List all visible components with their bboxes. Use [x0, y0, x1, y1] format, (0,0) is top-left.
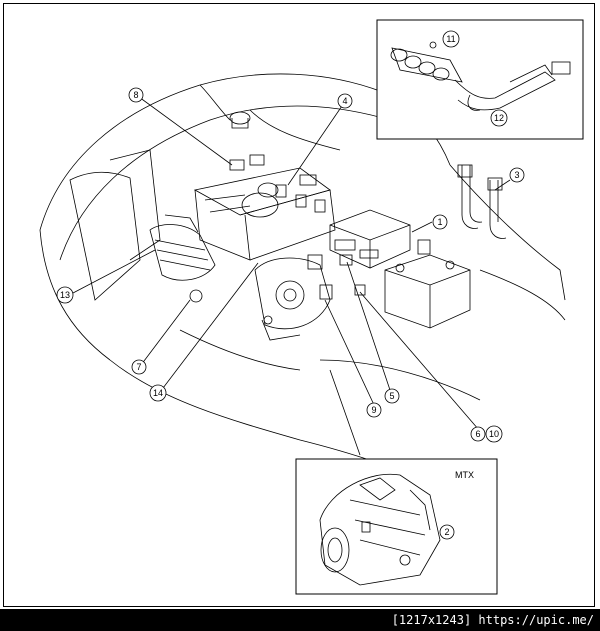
svg-text:11: 11 [446, 34, 455, 44]
svg-text:8: 8 [133, 90, 138, 100]
callout-12: 12 [490, 109, 508, 127]
callout-3: 3 [509, 167, 525, 183]
callout-9: 9 [366, 402, 382, 418]
sensor-6-part [354, 284, 366, 296]
callout-5: 5 [384, 388, 400, 404]
inset-exhaust-manifold [376, 19, 584, 140]
callout-8: 8 [128, 87, 144, 103]
callouts: 8 4 1 3 13 7 14 5 [56, 30, 525, 540]
pcm-module [329, 209, 411, 269]
callout-2: 2 [439, 524, 455, 540]
image-host-footer: [1217x1243] https://upic.me/ [0, 609, 600, 631]
callout-1: 1 [432, 214, 448, 230]
callout-14: 14 [149, 384, 167, 402]
callout-11: 11 [442, 30, 460, 48]
battery [384, 239, 471, 329]
svg-text:1: 1 [437, 217, 442, 227]
svg-text:3: 3 [514, 170, 519, 180]
callout-10: 10 [485, 425, 503, 443]
diagram-frame [3, 3, 595, 607]
transaxle-assembly [254, 254, 333, 341]
svg-text:2: 2 [444, 527, 449, 537]
leader-lines [72, 47, 511, 556]
oxygen-sensor-connectors [457, 164, 507, 239]
callout-6: 6 [470, 426, 486, 442]
svg-text:10: 10 [489, 429, 499, 439]
inset-mtx-label: MTX [455, 470, 474, 480]
svg-text:12: 12 [494, 113, 504, 123]
svg-text:6: 6 [475, 429, 480, 439]
engine-bay-diagram: MTX 8 4 1 3 13 7 14 [39, 19, 584, 595]
callout-7: 7 [131, 359, 147, 375]
sensor-5-part [339, 254, 353, 266]
svg-text:4: 4 [342, 96, 347, 106]
air-intake-duct [149, 214, 216, 303]
callout-13: 13 [56, 286, 74, 304]
svg-text:9: 9 [371, 405, 376, 415]
svg-text:14: 14 [153, 388, 163, 398]
svg-text:5: 5 [389, 391, 394, 401]
svg-text:13: 13 [60, 290, 70, 300]
callout-4: 4 [337, 93, 353, 109]
svg-text:7: 7 [136, 362, 141, 372]
engine-block [193, 154, 336, 261]
inset-mtx-transaxle: MTX [295, 458, 498, 595]
